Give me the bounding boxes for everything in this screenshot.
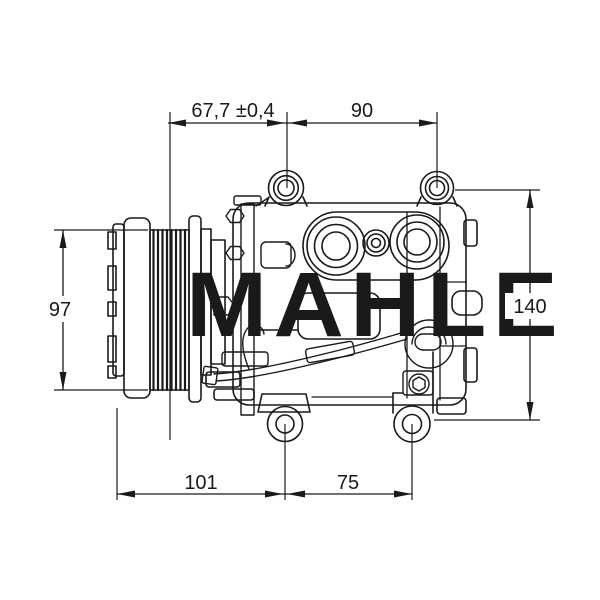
dim-left-label-mask: [42, 296, 78, 322]
dim-bottom-left-label: 101: [184, 472, 217, 494]
dimension-labels: 67,7 ±0,4 90 101 75 97 140: [42, 100, 555, 494]
compressor-body: [232, 202, 483, 415]
wire-harness: [201, 324, 408, 386]
coil-connector: [213, 296, 236, 316]
mounting-lug-top-right: [416, 170, 458, 207]
pulley-clutch-assembly: [107, 215, 255, 403]
sensor-bracket: [402, 319, 454, 396]
dim-bottom-right-label: 75: [337, 472, 359, 494]
compressor-outline: [107, 169, 483, 443]
dim-right-label: 140: [513, 296, 546, 318]
dim-left-label: 97: [49, 299, 71, 321]
dim-right-label-mask: [505, 293, 555, 319]
wire-clamp: [304, 340, 356, 364]
bolt-hex-icon: [225, 245, 245, 261]
bolt-hex-icon: [225, 208, 245, 224]
mounting-lug-bottom-right: [392, 351, 434, 443]
front-bracket: [213, 195, 299, 416]
center-fitting: [362, 229, 390, 257]
discharge-port: [389, 214, 445, 270]
mounting-lug-top-left: [264, 169, 308, 207]
suction-port: [306, 216, 366, 276]
dim-top-right-label: 90: [351, 100, 373, 122]
bolt-hex-icon: [412, 376, 426, 392]
dimension-extension-lines: [54, 112, 540, 500]
port-cluster: [302, 211, 450, 281]
label-plate: [297, 292, 381, 340]
mounting-lug-bottom-left: [257, 393, 311, 443]
dim-top-left-label: 67,7 ±0,4: [191, 100, 274, 122]
